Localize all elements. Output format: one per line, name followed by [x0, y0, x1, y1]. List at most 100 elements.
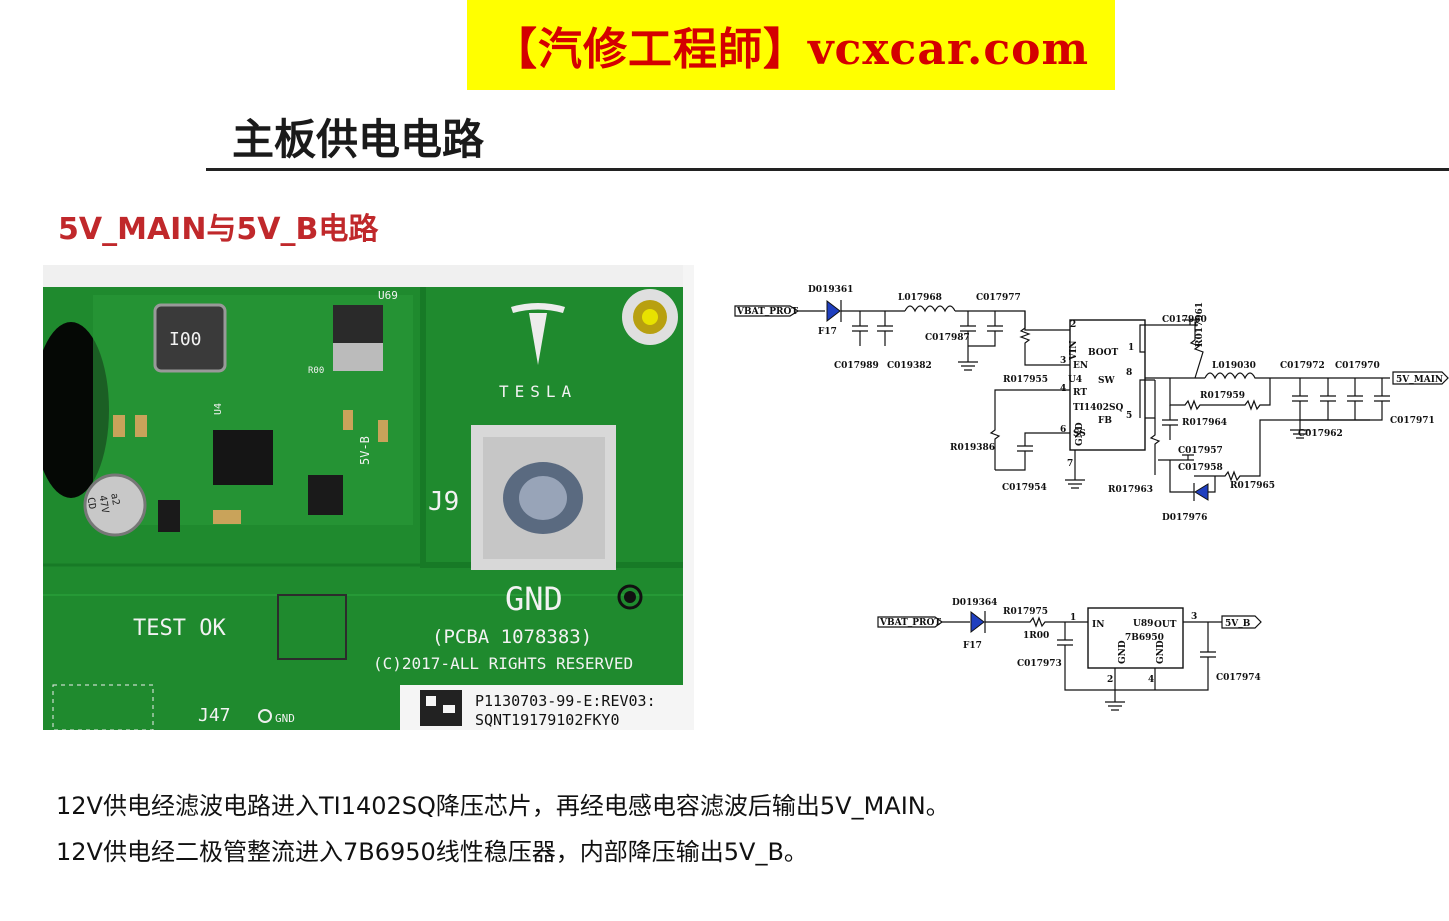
svg-text:7: 7 [1067, 459, 1073, 469]
u4-chip [213, 430, 273, 485]
svg-text:R017975: R017975 [1003, 607, 1048, 617]
u69-label: U69 [378, 289, 398, 302]
svg-text:VBAT_PROT: VBAT_PROT [879, 618, 941, 628]
svg-text:C017972: C017972 [1280, 361, 1325, 371]
svg-text:RT: RT [1073, 388, 1087, 398]
svg-text:2: 2 [1107, 675, 1113, 685]
pcba-number: (PCBA 1078383) [432, 626, 592, 648]
pcb-photo: I00 U69 R00 U4 5V-B a2 47V CD TESLA J9 G… [43, 265, 694, 730]
svg-text:L017968: L017968 [898, 293, 942, 303]
svg-text:OUT: OUT [1154, 620, 1177, 630]
label-part-number: P1130703-99-E:REV03: [475, 692, 656, 710]
svg-text:GND: GND [1075, 422, 1085, 446]
inductor-marking: I00 [169, 329, 202, 350]
svg-text:8: 8 [1126, 368, 1132, 378]
inductor-component [153, 303, 227, 373]
svg-text:C017974: C017974 [1216, 673, 1261, 683]
svg-text:C017962: C017962 [1298, 429, 1343, 439]
svg-text:IN: IN [1092, 620, 1104, 630]
svg-text:C017971: C017971 [1390, 416, 1435, 426]
svg-text:3: 3 [1191, 612, 1197, 622]
diode-d019361 [826, 299, 841, 323]
svg-text:5V_B: 5V_B [1225, 619, 1251, 629]
svg-text:47V: 47V [96, 494, 110, 514]
svg-text:C017977: C017977 [976, 293, 1021, 303]
svg-text:R017963: R017963 [1108, 485, 1153, 495]
schematic-diagram: VBAT_PROT D019361 F17 L017968 C017977 C0… [734, 285, 1449, 711]
svg-text:C017958: C017958 [1178, 463, 1223, 473]
r00-label: R00 [308, 366, 324, 376]
electrolytic-capacitor [83, 473, 147, 537]
svg-text:4: 4 [1060, 384, 1066, 394]
svg-text:5: 5 [1126, 411, 1132, 421]
svg-text:a2: a2 [108, 492, 121, 506]
svg-text:EN: EN [1073, 361, 1088, 371]
copyright-text: (C)2017-ALL RIGHTS RESERVED [373, 654, 633, 673]
u69-chip [333, 305, 383, 350]
tesla-wordmark: TESLA [499, 382, 577, 401]
svg-text:U89: U89 [1133, 619, 1153, 629]
svg-text:D019364: D019364 [952, 598, 997, 608]
page-title: 主板供电电路 [232, 115, 485, 164]
svg-text:6: 6 [1060, 425, 1066, 435]
svg-text:C017960: C017960 [1162, 315, 1207, 325]
ti1402sq-chip [1069, 319, 1146, 451]
schematic-5v-main: VBAT_PROT D019361 F17 L017968 C017977 C0… [734, 285, 1449, 523]
u4-label: U4 [213, 403, 224, 415]
svg-text:FB: FB [1098, 416, 1112, 426]
svg-text:GND: GND [1156, 640, 1166, 664]
gnd-label: GND [505, 580, 563, 618]
svg-text:VBAT_PROT: VBAT_PROT [736, 307, 798, 317]
j47-label: J47 [198, 705, 231, 726]
7b6950-regulator [1087, 607, 1184, 669]
tesla-logo-icon [511, 303, 565, 365]
svg-text:D019361: D019361 [808, 285, 853, 295]
svg-text:TI1402SQ: TI1402SQ [1073, 403, 1123, 413]
j47-gnd-label: GND [275, 712, 295, 725]
svg-text:R017965: R017965 [1230, 481, 1275, 491]
svg-text:C017954: C017954 [1002, 483, 1047, 493]
watermark-banner: 【汽修工程師】vcxcar.com [467, 0, 1115, 90]
diode-d017976 [1194, 483, 1209, 501]
svg-text:R019386: R019386 [950, 443, 995, 453]
mounting-hole [43, 322, 109, 498]
title-divider [206, 168, 1449, 171]
svg-text:D017976: D017976 [1162, 513, 1207, 523]
section-subtitle: 5V_MAIN与5V_B电路 [58, 212, 379, 247]
svg-text:R017961: R017961 [1195, 302, 1205, 347]
svg-text:C017970: C017970 [1335, 361, 1380, 371]
svg-text:4: 4 [1148, 675, 1154, 685]
svg-text:R017955: R017955 [1003, 375, 1048, 385]
svg-text:U4: U4 [1068, 375, 1082, 385]
banner-text: 【汽修工程師】vcxcar.com [492, 24, 1090, 75]
diode-d019364 [970, 610, 985, 634]
svg-text:F17: F17 [963, 641, 982, 651]
svg-text:C019382: C019382 [887, 361, 932, 371]
schematic-5v-b: VBAT_PROT D019364 F17 R017975 1R00 C0179… [877, 598, 1262, 711]
svg-text:VIN: VIN [1069, 341, 1079, 361]
svg-text:BOOT: BOOT [1088, 348, 1118, 358]
svg-text:F17: F17 [818, 327, 837, 337]
svg-text:1: 1 [1070, 613, 1076, 623]
svg-text:7B6950: 7B6950 [1125, 633, 1164, 643]
svg-text:C017957: C017957 [1178, 446, 1223, 456]
svg-text:1: 1 [1128, 343, 1134, 353]
svg-text:C017973: C017973 [1017, 659, 1062, 669]
svg-text:R017959: R017959 [1200, 391, 1245, 401]
svg-text:GND: GND [1118, 640, 1128, 664]
svg-text:C017989: C017989 [834, 361, 879, 371]
svg-text:L019030: L019030 [1212, 361, 1256, 371]
svg-text:2: 2 [1070, 320, 1076, 330]
svg-text:SS: SS [1073, 429, 1086, 439]
j9-label: J9 [428, 487, 459, 517]
svg-text:SW: SW [1098, 376, 1115, 386]
description-line-1: 12V供电经滤波电路进入TI1402SQ降压芯片，再经电感电容滤波后输出5V_M… [56, 792, 950, 820]
label-serial-number: SQNT19179102FKY0 [475, 711, 620, 729]
test-ok-label: TEST OK [133, 616, 226, 641]
svg-text:C017987: C017987 [925, 333, 970, 343]
5v-b-silk-label: 5V-B [358, 436, 372, 465]
svg-text:3: 3 [1060, 356, 1066, 366]
svg-text:R017964: R017964 [1182, 418, 1227, 428]
svg-text:CD: CD [85, 497, 98, 511]
description-line-2: 12V供电经二极管整流进入7B6950线性稳压器，内部降压输出5V_B。 [56, 838, 808, 866]
